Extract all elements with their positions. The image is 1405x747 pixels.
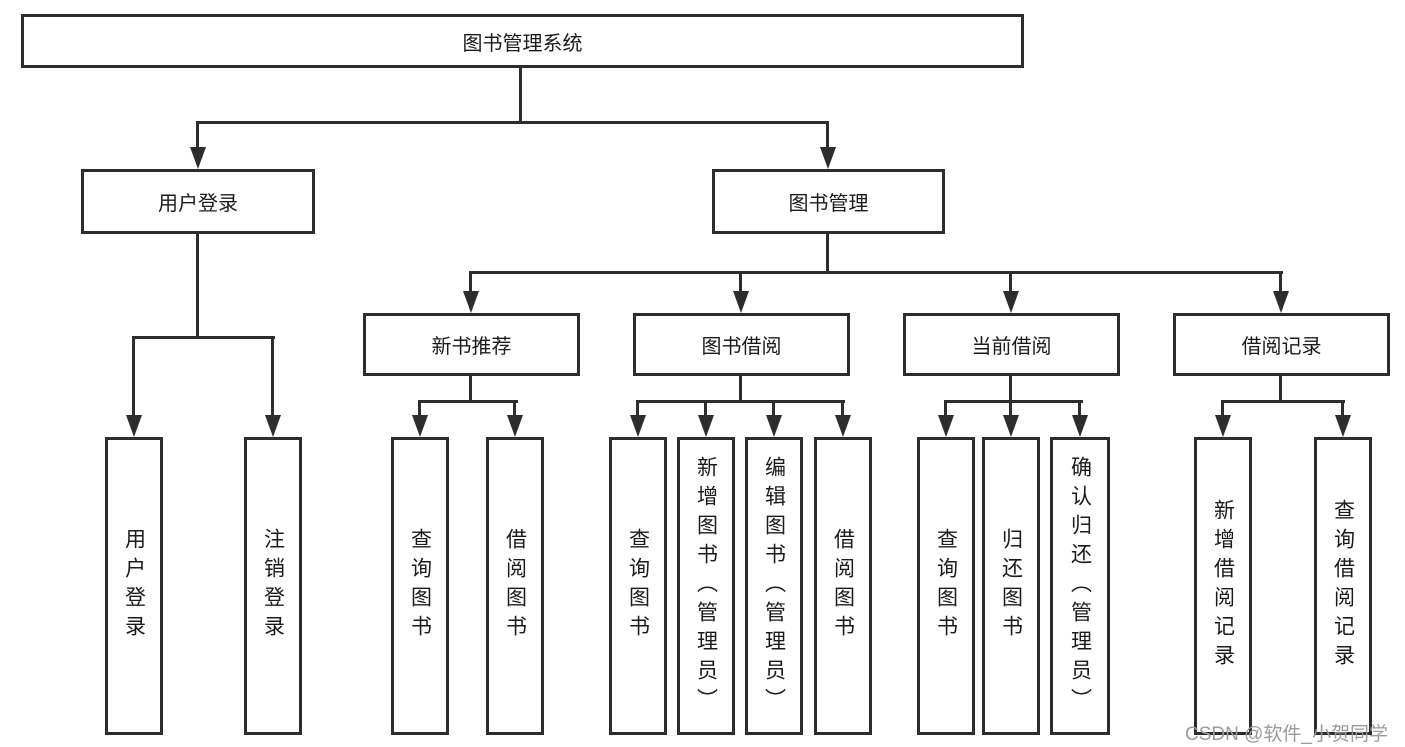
node-new-book-rec: 新书推荐 bbox=[363, 313, 580, 376]
leaf-bw-add-book-admin-label: 新增图书（管理员） bbox=[694, 455, 718, 717]
node-book-mgmt: 图书管理 bbox=[712, 169, 945, 234]
leaf-user-login-label: 用户登录 bbox=[122, 528, 146, 644]
node-book-mgmt-label: 图书管理 bbox=[788, 193, 869, 215]
connector-to-borrow-stem bbox=[739, 271, 742, 297]
connector-new-book-stem bbox=[469, 376, 472, 403]
connector-user-login-stem bbox=[196, 234, 199, 339]
leaf-cur-query-book: 查询图书 bbox=[917, 437, 975, 735]
node-root-label: 图书管理系统 bbox=[462, 32, 583, 55]
connector-rec-add-stem bbox=[1221, 400, 1224, 418]
arrowhead-new-book bbox=[463, 291, 479, 313]
connector-bw-borrow-stem bbox=[841, 400, 844, 418]
arrowhead-cur-query bbox=[938, 415, 954, 437]
connector-to-record-stem bbox=[1279, 271, 1282, 297]
arrowhead-bw-edit bbox=[766, 415, 782, 437]
node-root: 图书管理系统 bbox=[21, 14, 1024, 68]
node-borrow-record-label: 借阅记录 bbox=[1241, 336, 1322, 358]
arrowhead-rec-add bbox=[1215, 415, 1231, 437]
leaf-nb-borrow-book-label: 借阅图书 bbox=[503, 528, 527, 644]
leaf-cur-confirm-return-admin-label: 确认归还（管理员） bbox=[1068, 455, 1092, 717]
arrowhead-current bbox=[1003, 291, 1019, 313]
leaf-logout-label: 注销登录 bbox=[261, 528, 285, 644]
leaf-cur-query-book-label: 查询图书 bbox=[934, 528, 958, 644]
connector-to-book-mgmt-stem bbox=[826, 121, 829, 151]
connector-borrow-branch bbox=[636, 400, 845, 403]
node-book-borrow-label: 图书借阅 bbox=[701, 336, 782, 358]
leaf-bw-query-book: 查询图书 bbox=[609, 437, 667, 735]
connector-nb-query-stem bbox=[418, 400, 421, 418]
arrowhead-rec-query bbox=[1335, 415, 1351, 437]
connector-current-stem2 bbox=[1009, 376, 1012, 403]
node-user-login: 用户登录 bbox=[81, 169, 315, 234]
leaf-rec-query-record-label: 查询借阅记录 bbox=[1331, 499, 1355, 673]
leaf-user-login: 用户登录 bbox=[105, 437, 163, 735]
leaf-bw-edit-book-admin: 编辑图书（管理员） bbox=[745, 437, 803, 735]
leaf-cur-confirm-return-admin: 确认归还（管理员） bbox=[1050, 437, 1110, 735]
arrowhead-nb-query bbox=[412, 415, 428, 437]
connector-user-login-branch bbox=[132, 336, 275, 339]
leaf-nb-borrow-book: 借阅图书 bbox=[486, 437, 544, 735]
leaf-nb-query-book: 查询图书 bbox=[391, 437, 449, 735]
leaf-rec-add-record: 新增借阅记录 bbox=[1194, 437, 1252, 735]
connector-nb-borrow-stem bbox=[513, 400, 516, 418]
connector-root-stem bbox=[519, 68, 522, 124]
connector-bw-add-stem bbox=[704, 400, 707, 418]
arrowhead-bw-query bbox=[630, 415, 646, 437]
connector-book-mgmt-branch bbox=[469, 271, 1283, 274]
leaf-cur-return-book-label: 归还图书 bbox=[999, 528, 1023, 644]
arrowhead-cur-return bbox=[1003, 415, 1019, 437]
connector-new-book-branch bbox=[418, 400, 518, 403]
connector-to-login-leaf-stem bbox=[132, 336, 135, 418]
node-current-borrow: 当前借阅 bbox=[903, 313, 1120, 376]
csdn-watermark: CSDN @软件_小贺同学 bbox=[1185, 724, 1388, 745]
connector-record-branch bbox=[1221, 400, 1345, 403]
node-current-borrow-label: 当前借阅 bbox=[971, 336, 1052, 358]
arrowhead-nb-borrow bbox=[507, 415, 523, 437]
connector-cur-return-stem bbox=[1009, 400, 1012, 418]
leaf-bw-borrow-book-label: 借阅图书 bbox=[831, 528, 855, 644]
connector-root-branch bbox=[196, 121, 829, 124]
connector-cur-query-stem bbox=[944, 400, 947, 418]
connector-book-mgmt-stem bbox=[826, 233, 829, 274]
arrowhead-bw-add bbox=[698, 415, 714, 437]
leaf-bw-edit-book-admin-label: 编辑图书（管理员） bbox=[762, 455, 786, 717]
arrowhead-book-mgmt bbox=[820, 147, 836, 169]
connector-bw-edit-stem bbox=[772, 400, 775, 418]
arrowhead-record bbox=[1273, 291, 1289, 313]
leaf-bw-query-book-label: 查询图书 bbox=[626, 528, 650, 644]
arrowhead-user-login bbox=[190, 147, 206, 169]
arrowhead-borrow bbox=[733, 291, 749, 313]
connector-to-current-stem bbox=[1009, 271, 1012, 297]
connector-to-logout-leaf-stem bbox=[271, 336, 274, 418]
leaf-rec-add-record-label: 新增借阅记录 bbox=[1211, 499, 1235, 673]
leaf-bw-add-book-admin: 新增图书（管理员） bbox=[677, 437, 735, 735]
connector-cur-confirm-stem bbox=[1078, 400, 1081, 418]
connector-to-new-book-stem bbox=[469, 271, 472, 297]
leaf-logout: 注销登录 bbox=[244, 437, 302, 735]
connector-bw-query-stem bbox=[636, 400, 639, 418]
arrowhead-bw-borrow bbox=[835, 415, 851, 437]
connector-to-user-login-stem bbox=[196, 121, 199, 151]
connector-current-branch bbox=[944, 400, 1083, 403]
leaf-cur-return-book: 归还图书 bbox=[982, 437, 1040, 735]
leaf-bw-borrow-book: 借阅图书 bbox=[814, 437, 872, 735]
connector-borrow-stem2 bbox=[739, 376, 742, 403]
node-new-book-rec-label: 新书推荐 bbox=[431, 336, 512, 358]
node-user-login-label: 用户登录 bbox=[158, 193, 238, 215]
connector-record-stem2 bbox=[1279, 376, 1282, 403]
arrowhead-logout-leaf bbox=[265, 415, 281, 437]
leaf-nb-query-book-label: 查询图书 bbox=[408, 528, 432, 644]
connector-rec-query-stem bbox=[1341, 400, 1344, 418]
leaf-rec-query-record: 查询借阅记录 bbox=[1314, 437, 1372, 735]
arrowhead-cur-confirm bbox=[1072, 415, 1088, 437]
arrowhead-login-leaf bbox=[126, 415, 142, 437]
node-book-borrow: 图书借阅 bbox=[633, 313, 850, 376]
node-borrow-record: 借阅记录 bbox=[1173, 313, 1390, 376]
